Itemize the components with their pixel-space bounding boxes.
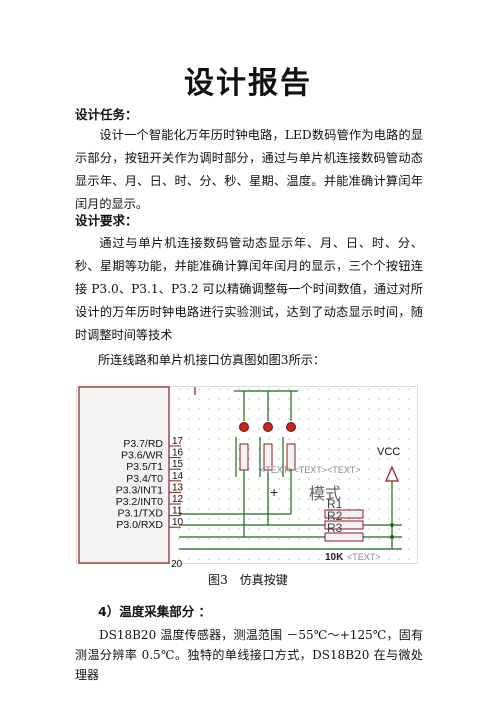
pin-number: 10 <box>172 517 184 528</box>
pin-number: 11 <box>172 506 183 517</box>
button-switch-3 <box>282 437 296 514</box>
pin-label: P3.0/RXD <box>116 519 163 531</box>
resistor-label-r2: R2 <box>327 509 343 523</box>
mcu-chip <box>78 386 170 564</box>
led-2 <box>263 391 273 432</box>
pin-label: P3.3/INT1 <box>116 484 163 496</box>
vcc-label: VCC <box>377 446 400 458</box>
section4-paragraph: DS18B20 温度传感器，测温范围 －55℃～+125℃，固有测温分辨率 0.… <box>75 628 423 682</box>
pin-label: P3.4/T0 <box>126 473 163 485</box>
pin-label: P3.5/T1 <box>126 461 163 473</box>
pin-number: 14 <box>172 471 184 482</box>
pin-label: P3.2/INT0 <box>116 496 163 508</box>
task-paragraph: 设计一个智能化万年历时钟电路，LED数码管作为电路的显示部分，按钮开关作为调时部… <box>75 128 423 211</box>
button-switch-1 <box>235 437 249 537</box>
bottom-pin-number: 20 <box>171 559 183 570</box>
resistor-label-r3: R3 <box>327 521 343 535</box>
pin-label: P3.7/RD <box>123 438 163 450</box>
resistors <box>324 509 364 542</box>
requirement-paragraph: 通过与单片机连接数码管动态显示年、月、日、时、分、秒、星期等功能，并能准确计算闰… <box>75 236 423 342</box>
text-placeholder: <TEXT><TEXT><TEXT> <box>260 465 361 475</box>
led-1 <box>239 391 249 432</box>
resistor-value: 10K <box>325 552 344 563</box>
requirement-heading: 设计要求： <box>75 213 138 228</box>
junction-2 <box>390 535 394 539</box>
led-3 <box>286 391 296 432</box>
pin-number: 17 <box>172 436 184 447</box>
text-placeholder-bottom: <TEXT> <box>347 552 381 562</box>
pin-label: P3.6/WR <box>121 450 163 462</box>
resistor-label-r1: R1 <box>327 497 343 511</box>
pin-label: P3.1/TXD <box>117 508 163 520</box>
junction-1 <box>390 523 394 527</box>
pin-number: 13 <box>172 482 184 493</box>
mode-label: 模式 <box>309 484 341 503</box>
button-switch-2 <box>259 437 273 525</box>
task-heading: 设计任务： <box>75 107 138 122</box>
pin-number: 12 <box>172 494 184 505</box>
plus-sign: + <box>270 484 278 500</box>
figure-caption: 图3 仿真按键 <box>208 573 288 587</box>
figure-intro: 所连线路和单片机接口仿真图如图3所示： <box>98 353 326 367</box>
pin-number: 16 <box>172 448 184 459</box>
page-title: 设计报告 <box>184 66 312 101</box>
section4-heading: 4）温度采集部分 ： <box>98 604 212 619</box>
pin-number: 15 <box>172 459 184 470</box>
